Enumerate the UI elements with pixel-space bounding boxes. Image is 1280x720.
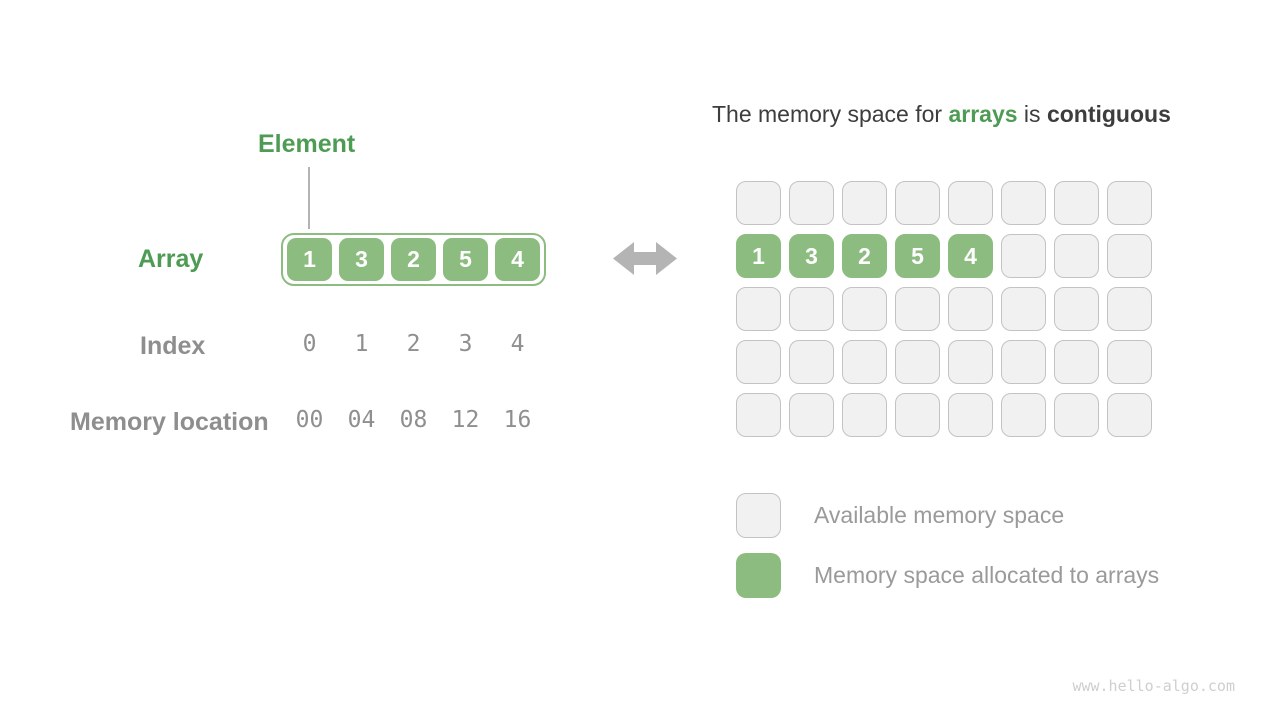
memory-cell-available — [842, 393, 887, 437]
index-value: 2 — [406, 331, 421, 357]
memory-cell-available — [736, 340, 781, 384]
memory-cell-available — [1107, 340, 1152, 384]
index-values: 0 1 2 3 4 — [287, 331, 540, 357]
index-value: 4 — [510, 331, 525, 357]
memory-cell-available — [1054, 234, 1099, 278]
legend-label-available: Available memory space — [814, 502, 1065, 528]
memory-cell-allocated: 5 — [895, 234, 940, 278]
memory-location-values: 00 04 08 12 16 — [287, 407, 540, 433]
index-label: Index — [140, 332, 206, 360]
memory-cell-available — [1001, 234, 1046, 278]
memory-cell-available — [895, 340, 940, 384]
memory-location-value: 16 — [503, 407, 532, 433]
memory-location-label: Memory location — [70, 408, 269, 436]
memory-cell-available — [1001, 393, 1046, 437]
memory-cell-available — [948, 287, 993, 331]
memory-cell-available — [948, 340, 993, 384]
array-label: Array — [138, 245, 204, 273]
memory-cell-available — [1107, 234, 1152, 278]
memory-location-value: 04 — [347, 407, 376, 433]
array-cell: 2 — [391, 238, 436, 281]
memory-cell-available — [789, 287, 834, 331]
index-value: 1 — [354, 331, 369, 357]
memory-location-value: 00 — [295, 407, 324, 433]
diagram-title: The memory space for arrays is contiguou… — [712, 101, 1171, 128]
title-arrays-word: arrays — [948, 101, 1018, 127]
memory-cell-available — [1001, 181, 1046, 225]
memory-cell-available — [789, 340, 834, 384]
memory-cell-available — [789, 393, 834, 437]
memory-cell-available — [895, 181, 940, 225]
memory-cell-available — [948, 181, 993, 225]
memory-cell-available — [1054, 181, 1099, 225]
array-cell: 4 — [495, 238, 540, 281]
memory-cell-available — [842, 340, 887, 384]
index-value: 3 — [458, 331, 473, 357]
index-value: 0 — [302, 331, 317, 357]
allocated-memory-swatch — [736, 553, 781, 598]
memory-cell-available — [736, 181, 781, 225]
memory-cell-available — [736, 393, 781, 437]
array-cell: 3 — [339, 238, 384, 281]
array-cell: 1 — [287, 238, 332, 281]
memory-cell-available — [1001, 340, 1046, 384]
legend-label-allocated: Memory space allocated to arrays — [814, 562, 1160, 588]
title-contiguous-word: contiguous — [1046, 101, 1171, 127]
memory-cell-available — [789, 181, 834, 225]
memory-cell-available — [1054, 287, 1099, 331]
memory-cell-available — [736, 287, 781, 331]
element-label: Element — [258, 130, 356, 158]
memory-cell-allocated: 4 — [948, 234, 993, 278]
title-middle: is — [1017, 101, 1047, 127]
memory-cell-available — [842, 287, 887, 331]
watermark: www.hello-algo.com — [1072, 677, 1235, 695]
memory-cell-available — [1054, 393, 1099, 437]
memory-cell-allocated: 3 — [789, 234, 834, 278]
memory-cell-available — [1107, 287, 1152, 331]
element-pointer-line — [308, 167, 310, 229]
memory-cell-allocated: 2 — [842, 234, 887, 278]
legend-item-available: Available memory space — [736, 493, 1064, 538]
legend-item-allocated: Memory space allocated to arrays — [736, 553, 1159, 598]
memory-cell-available — [1107, 181, 1152, 225]
available-memory-swatch — [736, 493, 781, 538]
memory-cell-available — [1107, 393, 1152, 437]
memory-location-value: 12 — [451, 407, 480, 433]
memory-cell-available — [948, 393, 993, 437]
memory-cell-available — [1001, 287, 1046, 331]
double-arrow-icon — [613, 240, 677, 277]
title-prefix: The memory space for — [712, 101, 949, 127]
memory-cell-available — [895, 393, 940, 437]
array-cell: 5 — [443, 238, 488, 281]
memory-cell-available — [895, 287, 940, 331]
memory-cell-allocated: 1 — [736, 234, 781, 278]
memory-location-value: 08 — [399, 407, 428, 433]
memory-cell-available — [1054, 340, 1099, 384]
memory-cell-available — [842, 181, 887, 225]
